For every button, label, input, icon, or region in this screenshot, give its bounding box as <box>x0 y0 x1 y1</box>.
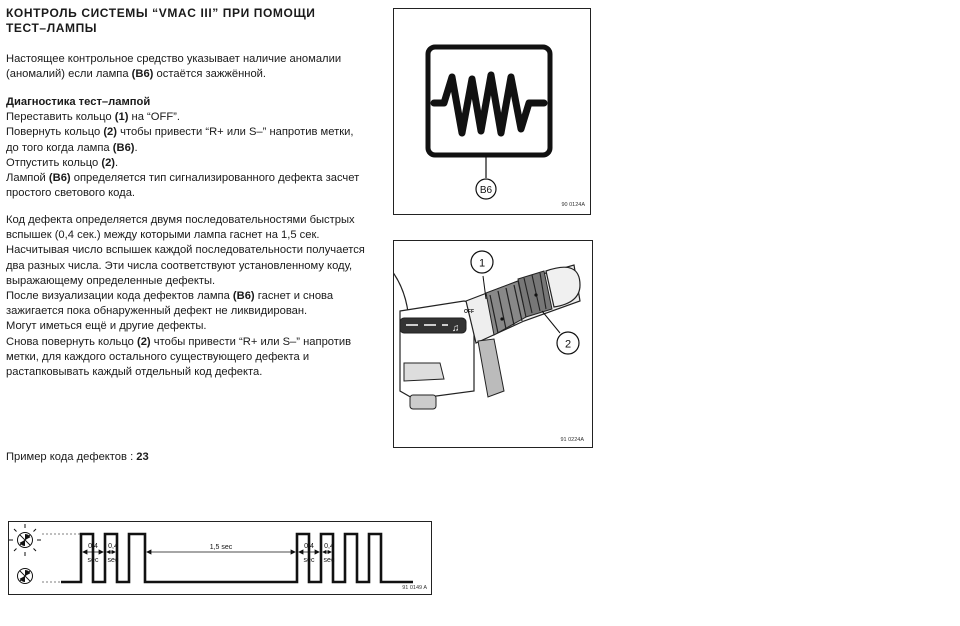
diagnostics-step: Переставить кольцо (1) на “OFF”. <box>6 111 180 124</box>
lamp-ref: (B6) <box>131 68 154 81</box>
lamp-callout: B6 <box>480 185 493 196</box>
off-label: OFF <box>464 309 474 315</box>
switch-stalk-drawing: ♫ 1 2 OFF <box>394 250 581 410</box>
duration-unit: sec <box>304 557 315 564</box>
lamp-on-icon <box>9 524 41 556</box>
example-code-value: 23 <box>136 451 149 463</box>
figure-ref: 91 0149 A <box>402 585 427 591</box>
example-code: Пример кода дефектов : 23 <box>6 451 149 463</box>
code-paragraph: Снова повернуть кольцо (2) чтобы привест… <box>6 335 352 379</box>
diagnostics-heading: Диагностика тест–лампой <box>6 96 151 108</box>
test-lamp-figure: B6 90 0124A <box>393 8 591 215</box>
duration-unit: sec <box>88 557 99 564</box>
switch-stalk-figure: ♫ 1 2 OFF 91 0224A <box>393 240 593 448</box>
diagnostics-step: Лампой (B6) определяется тип сигнализиро… <box>6 172 360 200</box>
title-line-2: ТЕСТ–ЛАМПЫ <box>6 21 98 35</box>
lamp-off-icon <box>17 568 33 584</box>
stalk-callout-1: 1 <box>479 258 485 270</box>
figure-ref: 91 0224A <box>560 437 584 443</box>
duration-label: 0,4 <box>88 543 98 550</box>
duration-label: 0,4 <box>108 543 118 550</box>
blink-code-drawing: 0,4 sec 0,4 sec 1,5 sec 0,4 sec 0,4 sec <box>9 524 413 584</box>
duration-label: 0,4 <box>304 543 314 550</box>
code-explanation: Код дефекта определяется двумя последова… <box>6 213 366 380</box>
duration-label-long: 1,5 sec <box>210 544 233 551</box>
code-paragraph: Насчитывая число вспышек каждой последов… <box>6 244 365 287</box>
duration-label: 0,4 <box>324 543 334 550</box>
diagnostics-section: Диагностика тест–лампой Переставить коль… <box>6 95 366 201</box>
blink-code-figure: 0,4 sec 0,4 sec 1,5 sec 0,4 sec 0,4 sec … <box>8 521 432 595</box>
diagnostics-step: Повернуть кольцо (2) чтобы привести “R+ … <box>6 126 354 154</box>
figure-ref: 90 0124A <box>561 202 585 208</box>
code-paragraph: Могут иметься ещё и другие дефекты. <box>6 320 207 333</box>
stalk-callout-2: 2 <box>565 339 571 351</box>
svg-text:♫: ♫ <box>452 323 460 334</box>
title-line-1: КОНТРОЛЬ СИСТЕМЫ “VMAC III” ПРИ ПОМОЩИ <box>6 6 316 20</box>
page-title: КОНТРОЛЬ СИСТЕМЫ “VMAC III” ПРИ ПОМОЩИ Т… <box>6 6 376 36</box>
intro-paragraph: Настоящее контрольное средство указывает… <box>6 53 342 81</box>
test-lamp-drawing: B6 <box>425 44 553 200</box>
duration-unit: sec <box>108 557 119 564</box>
code-paragraph: После визуализации кода дефектов лампа (… <box>6 290 334 318</box>
diagnostics-step: Отпустить кольцо (2). <box>6 156 119 169</box>
duration-unit: sec <box>324 557 335 564</box>
code-paragraph: Код дефекта определяется двумя последова… <box>6 214 355 242</box>
